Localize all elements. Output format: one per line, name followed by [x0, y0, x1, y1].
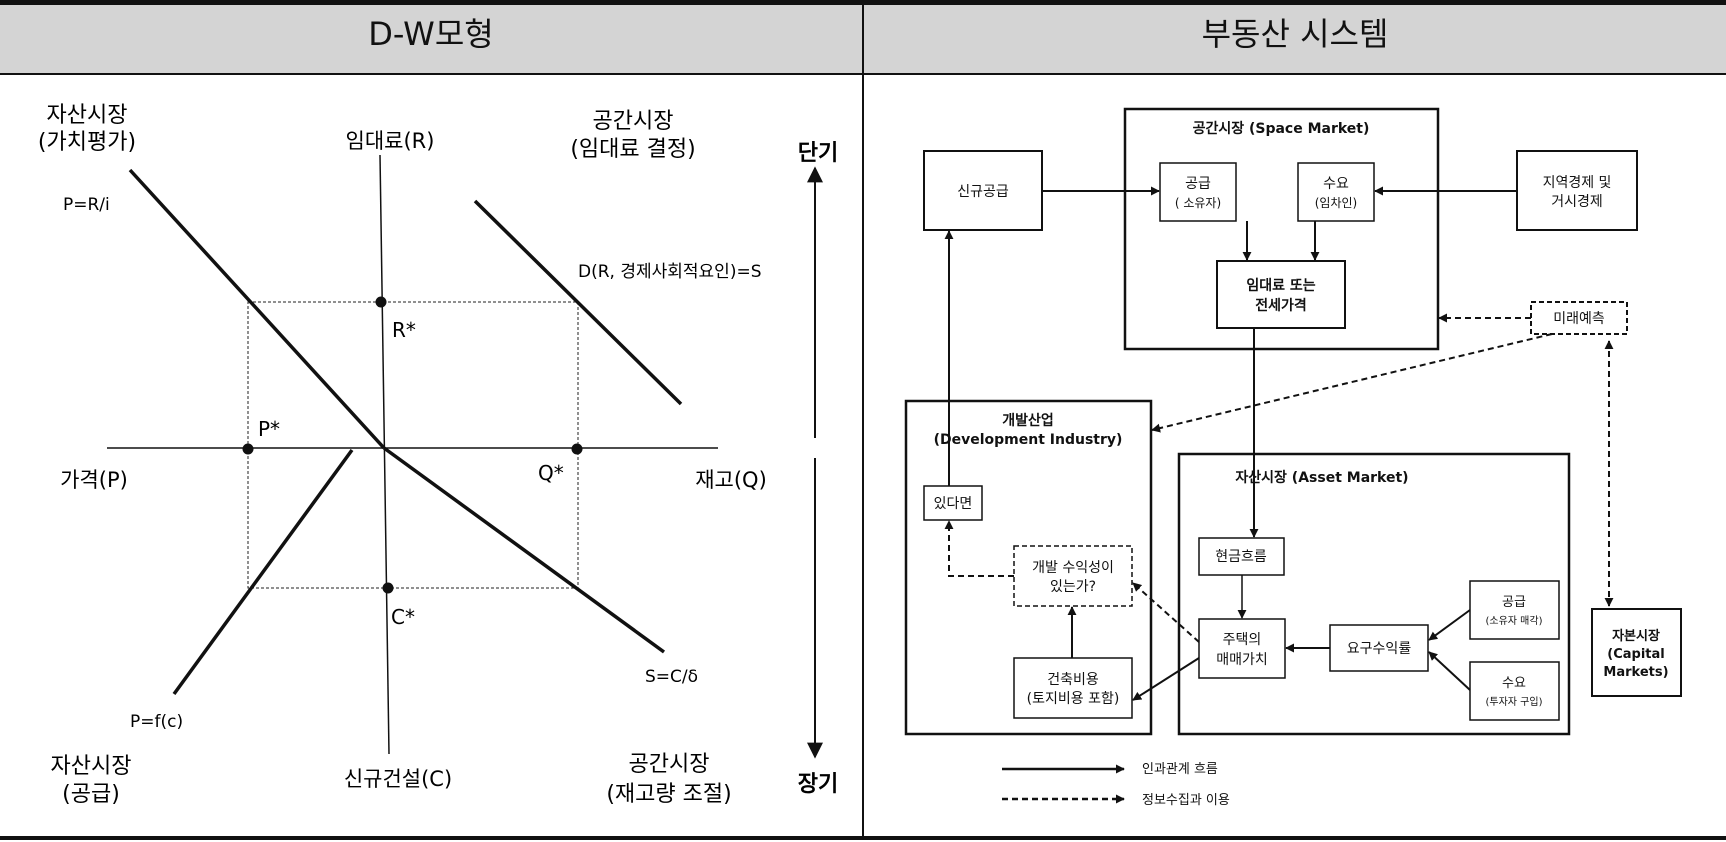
capital-supply-box: [1469, 580, 1560, 640]
left-panel-title: D-W모형: [368, 15, 494, 53]
development-title-1: 개발산업: [1002, 412, 1054, 429]
house-value-box: [1198, 618, 1286, 679]
rent-price-label-2: 전세가격: [1255, 297, 1307, 314]
profitability-label-1: 개발 수익성이: [1032, 560, 1114, 576]
axis-label-rent: 임대료(R): [346, 129, 435, 153]
arrow-capsupply-to-return: [1428, 609, 1471, 641]
point-r-star: [375, 296, 387, 308]
capital-markets-box: [1591, 608, 1682, 697]
capital-demand-label-1: 수요: [1502, 676, 1526, 691]
legend-solid-label: 인과관계 흐름: [1142, 762, 1218, 777]
curve-label-valuation: P=R/i: [63, 195, 110, 215]
space-market-title: 공간시장 (Space Market): [1193, 120, 1370, 137]
axis-label-price: 가격(P): [60, 468, 128, 492]
demand-tenant-label-2: (임차인): [1315, 196, 1357, 210]
capital-markets-label-3: Markets): [1603, 665, 1668, 680]
equilibrium-rectangle: [247, 301, 579, 589]
regional-economy-label-2: 거시경제: [1551, 194, 1603, 210]
house-value-label-2: 매매가치: [1216, 652, 1268, 668]
curve-label-construction: P=f(c): [130, 712, 183, 732]
point-p-star: [242, 443, 254, 455]
asset-market-box: [1177, 452, 1571, 736]
right-header: [864, 5, 1726, 73]
top-rule: [0, 0, 1726, 5]
arrow-value-to-construction: [1132, 657, 1200, 701]
space-market-box: [1123, 107, 1440, 351]
point-q-star: [571, 443, 583, 455]
arrow-capdemand-to-return: [1428, 651, 1471, 691]
if-exists-label: 있다면: [934, 496, 973, 512]
quadrant-space-stock-2: (재고량 조절): [606, 782, 731, 807]
quadrant-asset-supply-1: 자산시장: [51, 754, 132, 779]
demand-curve: [473, 199, 683, 406]
profitability-label-2: 있는가?: [1050, 579, 1096, 595]
construction-curve: [172, 448, 354, 696]
point-label-q-star: Q*: [538, 461, 564, 485]
right-panel-title: 부동산 시스템: [1201, 15, 1389, 53]
stock-curve: [382, 446, 666, 654]
real-estate-system-diagram: 공간시장 (Space Market) 자산시장 (Asset Market) …: [904, 107, 1682, 808]
quadrant-space-stock-1: 공간시장: [629, 752, 710, 777]
rent-price-label-1: 임대료 또는: [1246, 278, 1315, 294]
capital-supply-label-1: 공급: [1502, 595, 1526, 610]
required-return-label: 요구수익률: [1347, 641, 1412, 657]
dashed-profitability-to-if-exists: [944, 520, 1014, 577]
demand-tenant-label-1: 수요: [1323, 176, 1349, 192]
construction-cost-label-2: (토지비용 포함): [1027, 691, 1120, 707]
rent-price-box: [1216, 260, 1346, 329]
supply-owner-label-1: 공급: [1185, 176, 1211, 192]
supply-owner-box: [1159, 162, 1237, 222]
curve-label-demand: D(R, 경제사회적요인)=S: [578, 262, 762, 282]
capital-markets-label-1: 자본시장: [1612, 628, 1660, 644]
capital-demand-box: [1469, 661, 1560, 721]
development-title-2: (Development Industry): [934, 432, 1123, 448]
if-exists-box: [923, 485, 983, 521]
profitability-box: [1013, 545, 1133, 607]
construction-cost-label-1: 건축비용: [1047, 672, 1099, 688]
valuation-curve: [128, 168, 386, 450]
development-industry-box: [904, 399, 1153, 736]
point-c-star: [382, 582, 394, 594]
capital-markets-label-2: (Capital: [1607, 647, 1664, 662]
construction-cost-box: [1013, 657, 1133, 719]
capital-supply-label-2: (소유자 매각): [1486, 615, 1543, 627]
dw-model-diagram: 자산시장 (가치평가) 공간시장 (임대료 결정) 자산시장 (공급) 공간시장…: [38, 103, 838, 807]
quadrant-asset-valuation-1: 자산시장: [47, 103, 128, 128]
curve-label-stock: S=C/δ: [645, 667, 698, 687]
asset-market-title: 자산시장 (Asset Market): [1235, 469, 1408, 486]
bottom-rule: [0, 836, 1726, 840]
horizon-short-label: 단기: [798, 141, 838, 166]
new-supply-label: 신규공급: [957, 184, 1009, 200]
point-label-r-star: R*: [392, 318, 416, 342]
dashed-value-to-profitability: [1132, 582, 1200, 643]
supply-owner-label-2: ( 소유자): [1175, 196, 1221, 210]
point-label-c-star: C*: [391, 605, 415, 629]
capital-demand-label-2: (투자자 구입): [1486, 695, 1543, 708]
forecast-label: 미래예측: [1553, 311, 1605, 327]
quadrant-asset-supply-2: (공급): [62, 782, 120, 807]
regional-economy-label-1: 지역경제 및: [1543, 175, 1612, 191]
horizon-long-label: 장기: [798, 772, 838, 797]
demand-tenant-box: [1297, 162, 1375, 222]
quadrant-space-rent-2: (임대료 결정): [570, 137, 695, 162]
axis-label-stock: 재고(Q): [695, 468, 767, 492]
vertical-axis: [379, 154, 390, 755]
quadrant-asset-valuation-2: (가치평가): [38, 130, 136, 155]
cash-flow-label: 현금흐름: [1215, 549, 1267, 565]
column-divider: [862, 5, 864, 836]
house-value-label-1: 주택의: [1223, 632, 1262, 648]
left-header: [0, 5, 862, 73]
legend-dashed-label: 정보수집과 이용: [1142, 793, 1230, 808]
dashed-forecast-to-development: [1151, 333, 1553, 433]
quadrant-space-rent-1: 공간시장: [593, 109, 674, 134]
point-label-p-star: P*: [258, 417, 280, 441]
axis-label-construction: 신규건설(C): [344, 767, 452, 791]
